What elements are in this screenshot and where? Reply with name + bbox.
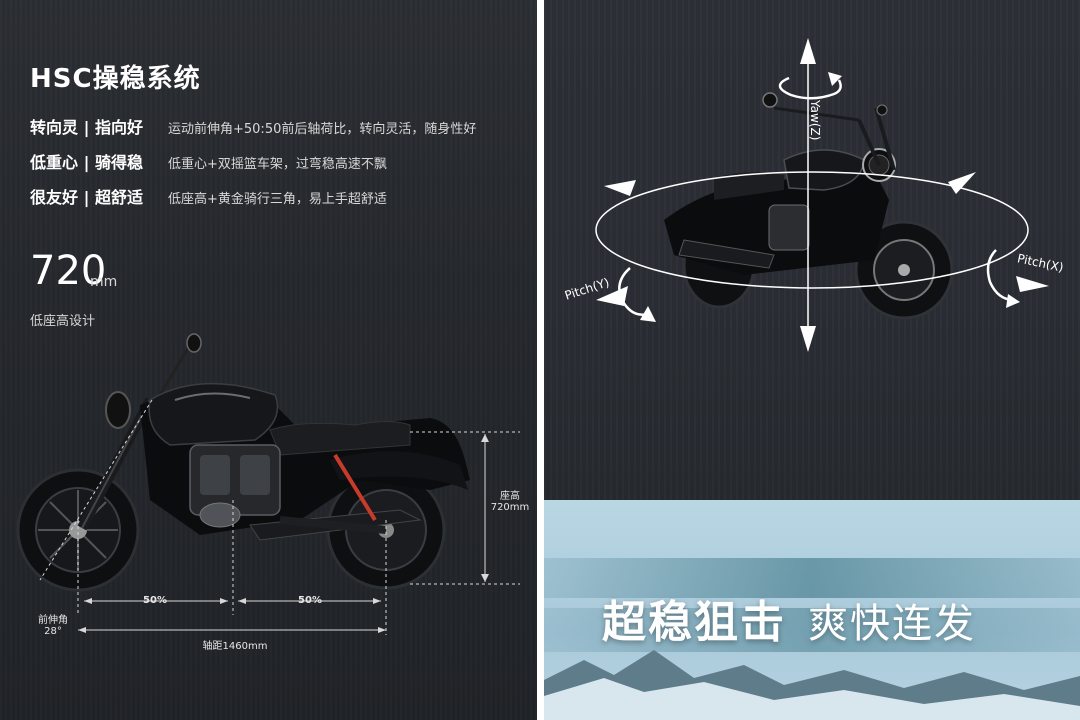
- feature-desc: 低座高+黄金骑行三角，易上手超舒适: [168, 192, 387, 207]
- left-panel: HSC操稳系统 转向灵 | 指向好 运动前伸角+50:50前后轴荷比，转向灵活，…: [0, 0, 537, 720]
- rake-angle-label-value: 28°: [44, 626, 62, 637]
- feature-key: 很友好 | 超舒适: [30, 188, 143, 207]
- feature-row-steering: 转向灵 | 指向好 运动前伸角+50:50前后轴荷比，转向灵活，随身性好: [30, 114, 476, 138]
- feature-desc: 低重心+双摇篮车架，过弯稳高速不飘: [168, 157, 387, 172]
- stability-axes-diagram: [595, 38, 1049, 352]
- feature-row-stability: 低重心 | 骑得稳 低重心+双摇篮车架，过弯稳高速不飘: [30, 149, 387, 173]
- rake-angle-label-title: 前伸角: [38, 615, 68, 626]
- seat-height-label-value: 720mm: [490, 502, 530, 513]
- feature-key: 转向灵 | 指向好: [30, 118, 143, 137]
- feature-row-comfort: 很友好 | 超舒适 低座高+黄金骑行三角，易上手超舒适: [30, 184, 387, 208]
- yaw-axis-label: Yaw(Z): [808, 100, 822, 141]
- feature-key: 低重心 | 骑得稳: [30, 153, 143, 172]
- seat-height-value: 720: [30, 248, 107, 294]
- motorcycle-side-view: [16, 333, 520, 635]
- slogan-main: 超稳狙击: [602, 597, 786, 648]
- slogan: 超稳狙击 爽快连发: [602, 586, 976, 650]
- right-top-panel: Yaw(Z) Pitch(Y) Pitch(X): [544, 0, 1080, 500]
- seat-height-label-title: 座高: [500, 491, 520, 502]
- right-bottom-panel: 超稳狙击 爽快连发: [544, 500, 1080, 720]
- rear-ratio-label: 50%: [298, 595, 322, 606]
- front-ratio-label: 50%: [143, 595, 167, 606]
- seat-height-unit: mm: [90, 274, 118, 290]
- background-motion-graphics: [544, 558, 1080, 720]
- rake-angle-label: 前伸角 28°: [30, 611, 76, 637]
- motorcycle-3q-view: [664, 92, 954, 320]
- page-title: HSC操稳系统: [30, 64, 201, 94]
- feature-desc: 运动前伸角+50:50前后轴荷比，转向灵活，随身性好: [168, 122, 477, 137]
- slogan-sub: 爽快连发: [808, 601, 976, 647]
- wheelbase-label: 轴距1460mm: [202, 641, 268, 652]
- seat-height-label: 座高 720mm: [488, 487, 532, 513]
- seat-height-caption: 低座高设计: [30, 314, 96, 329]
